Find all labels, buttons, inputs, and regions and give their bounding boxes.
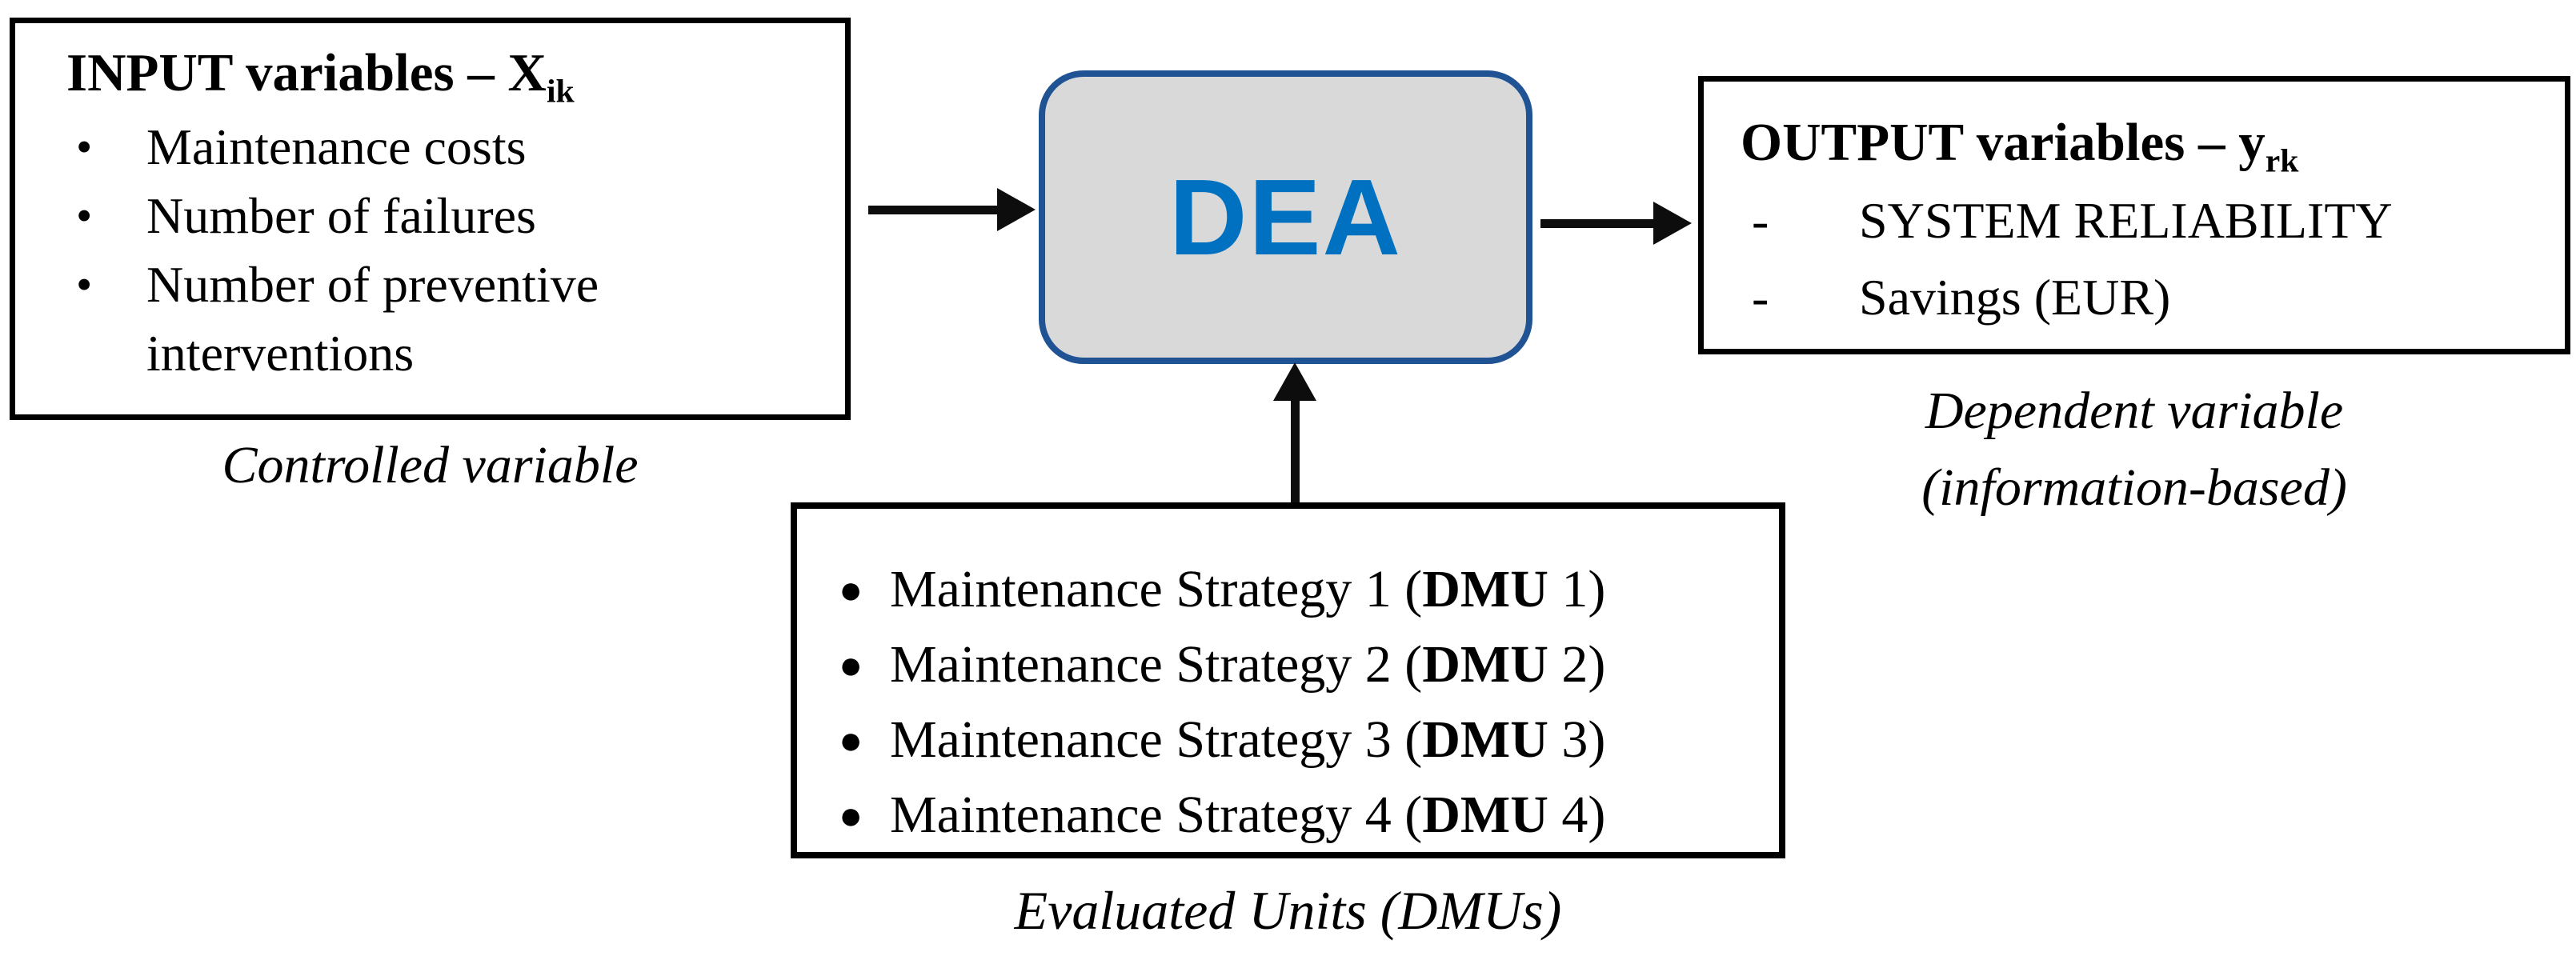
- input-title-subscript: ik: [546, 72, 575, 110]
- dmu-item-list: ● Maintenance Strategy 1 (DMU 1) ● Maint…: [839, 552, 1766, 853]
- input-item-label: Number of failures: [146, 187, 536, 245]
- dmu-item-label: Maintenance Strategy 1 (DMU 1): [890, 560, 1606, 618]
- list-item: - Savings (EUR): [1741, 259, 2552, 336]
- dash-icon: -: [1752, 269, 1769, 326]
- list-item: ● Maintenance Strategy 3 (DMU 3): [839, 702, 1766, 778]
- bullet-icon: ●: [839, 642, 863, 687]
- dea-box: DEA: [1039, 70, 1532, 364]
- arrow-right-icon: [997, 188, 1036, 231]
- list-item: • Maintenance costs: [60, 113, 832, 182]
- list-item: • Number of preventive interventions: [60, 250, 832, 388]
- bullet-icon: ●: [839, 718, 863, 762]
- list-item: ● Maintenance Strategy 4 (DMU 4): [839, 778, 1766, 853]
- dea-label: DEA: [1168, 157, 1403, 278]
- input-item-list: • Maintenance costs • Number of failures…: [60, 113, 832, 388]
- arrow-right-icon: [1653, 202, 1692, 245]
- output-item-list: - SYSTEM RELIABILITY - Savings (EUR): [1741, 182, 2552, 336]
- output-title-subscript: rk: [2265, 142, 2299, 179]
- output-variables-box: OUTPUT variables – yrk - SYSTEM RELIABIL…: [1698, 76, 2570, 354]
- arrow-up-icon: [1273, 362, 1316, 401]
- arrow-input-to-dea-line: [868, 206, 999, 214]
- dmu-box-caption: Evaluated Units (DMUs): [1014, 880, 1562, 941]
- list-item: ● Maintenance Strategy 1 (DMU 1): [839, 552, 1766, 627]
- output-caption-line2: (information-based): [1921, 458, 2347, 517]
- bullet-icon: •: [76, 121, 93, 174]
- bullet-icon: •: [76, 258, 93, 311]
- list-item: - SYSTEM RELIABILITY: [1741, 182, 2552, 259]
- input-item-label: Number of preventive interventions: [146, 256, 599, 382]
- output-box-caption: Dependent variable (information-based): [1698, 373, 2570, 526]
- output-caption-line1: Dependent variable: [1925, 382, 2344, 440]
- output-item-label: SYSTEM RELIABILITY: [1859, 192, 2393, 250]
- output-box-title: OUTPUT variables – yrk: [1741, 113, 2299, 179]
- dmu-item-label: Maintenance Strategy 2 (DMU 2): [890, 635, 1606, 694]
- list-item: ● Maintenance Strategy 2 (DMU 2): [839, 627, 1766, 702]
- dash-icon: -: [1752, 192, 1769, 250]
- dmu-item-label: Maintenance Strategy 3 (DMU 3): [890, 710, 1606, 769]
- bullet-icon: ●: [839, 793, 863, 838]
- input-box-caption: Controlled variable: [222, 436, 639, 494]
- dmu-item-label: Maintenance Strategy 4 (DMU 4): [890, 786, 1606, 844]
- dmu-box: ● Maintenance Strategy 1 (DMU 1) ● Maint…: [791, 502, 1785, 858]
- list-item: • Number of failures: [60, 182, 832, 250]
- input-box-title: INPUT variables – Xik: [66, 43, 575, 110]
- output-item-label: Savings (EUR): [1859, 269, 2171, 326]
- bullet-icon: •: [76, 190, 93, 242]
- bullet-icon: ●: [839, 567, 863, 612]
- arrow-dmu-to-dea-line: [1291, 398, 1300, 510]
- arrow-dea-to-output-line: [1540, 219, 1655, 228]
- input-variables-box: INPUT variables – Xik • Maintenance cost…: [10, 18, 851, 420]
- input-item-label: Maintenance costs: [146, 118, 527, 176]
